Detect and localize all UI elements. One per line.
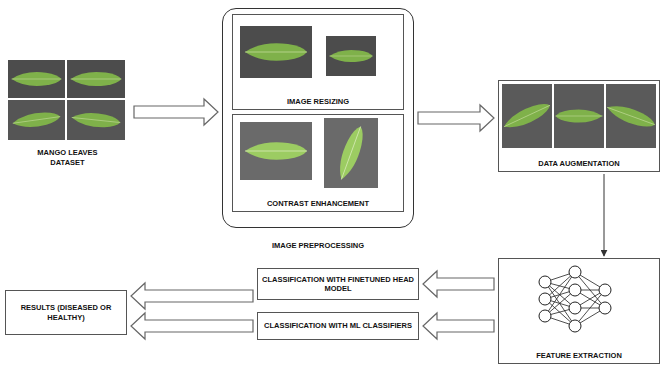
process-box: FEATURE EXTRACTION bbox=[498, 258, 660, 364]
network-links bbox=[545, 272, 605, 326]
node-label: RESULTS (DISEASED OR HEALTHY) bbox=[10, 303, 122, 322]
leaf-image bbox=[329, 50, 372, 62]
leaf-image bbox=[245, 43, 307, 60]
node-label: DATA AUGMENTATION bbox=[538, 159, 619, 168]
leaf-photo bbox=[8, 100, 65, 140]
process-box: DATA AUGMENTATION bbox=[498, 80, 660, 172]
flow-arrow bbox=[604, 174, 605, 256]
leaf-image bbox=[245, 142, 307, 159]
block-arrow bbox=[423, 271, 494, 297]
node-label: IMAGE RESIZING bbox=[287, 97, 349, 106]
block-arrow bbox=[134, 99, 218, 125]
leaf-photo bbox=[8, 60, 65, 98]
leaf-image bbox=[556, 109, 603, 122]
dataset-group: MANGO LEAVES DATASET bbox=[5, 55, 130, 170]
result-box: RESULTS (DISEASED OR HEALTHY) bbox=[5, 290, 127, 335]
leaf-photo bbox=[326, 36, 376, 76]
leaf-photo bbox=[67, 60, 125, 98]
block-arrow bbox=[423, 313, 494, 339]
node-label: CLASSIFICATION WITH ML CLASSIFIERS bbox=[264, 321, 412, 330]
node-label: CLASSIFICATION WITH FINETUNED HEAD MODEL bbox=[262, 275, 414, 294]
leaf-photo bbox=[240, 26, 312, 78]
network-neurons bbox=[539, 266, 611, 332]
block-arrow bbox=[131, 283, 253, 309]
node-label: FEATURE EXTRACTION bbox=[536, 351, 622, 360]
leaf-image bbox=[12, 72, 62, 86]
leaf-image bbox=[605, 101, 658, 132]
leaf-image bbox=[71, 111, 121, 130]
classifier-box: CLASSIFICATION WITH ML CLASSIFIERS bbox=[257, 312, 419, 340]
block-arrow bbox=[131, 313, 253, 339]
process-box: IMAGE RESIZING bbox=[232, 14, 404, 110]
leaf-photo bbox=[240, 122, 312, 180]
leaf-photo bbox=[554, 84, 604, 148]
leaf-photo bbox=[67, 100, 125, 140]
leaf-image bbox=[12, 110, 61, 130]
node-label: IMAGE PREPROCESSING bbox=[272, 241, 364, 250]
block-arrow bbox=[418, 105, 494, 131]
classifier-box: CLASSIFICATION WITH FINETUNED HEAD MODEL bbox=[257, 268, 419, 300]
node-label: CONTRAST ENHANCEMENT bbox=[267, 199, 369, 208]
leaf-photo bbox=[324, 118, 378, 188]
preprocessing-group: IMAGE PREPROCESSING IMAGE RESIZING CONTRAS… bbox=[222, 8, 414, 253]
node-label: MANGO LEAVES DATASET bbox=[27, 148, 109, 167]
leaf-photo bbox=[502, 84, 552, 148]
process-box: CONTRAST ENHANCEMENT bbox=[232, 114, 404, 212]
group-frame bbox=[222, 8, 414, 228]
leaf-image bbox=[71, 72, 122, 86]
leaf-image bbox=[501, 99, 553, 133]
leaf-image bbox=[334, 124, 368, 182]
